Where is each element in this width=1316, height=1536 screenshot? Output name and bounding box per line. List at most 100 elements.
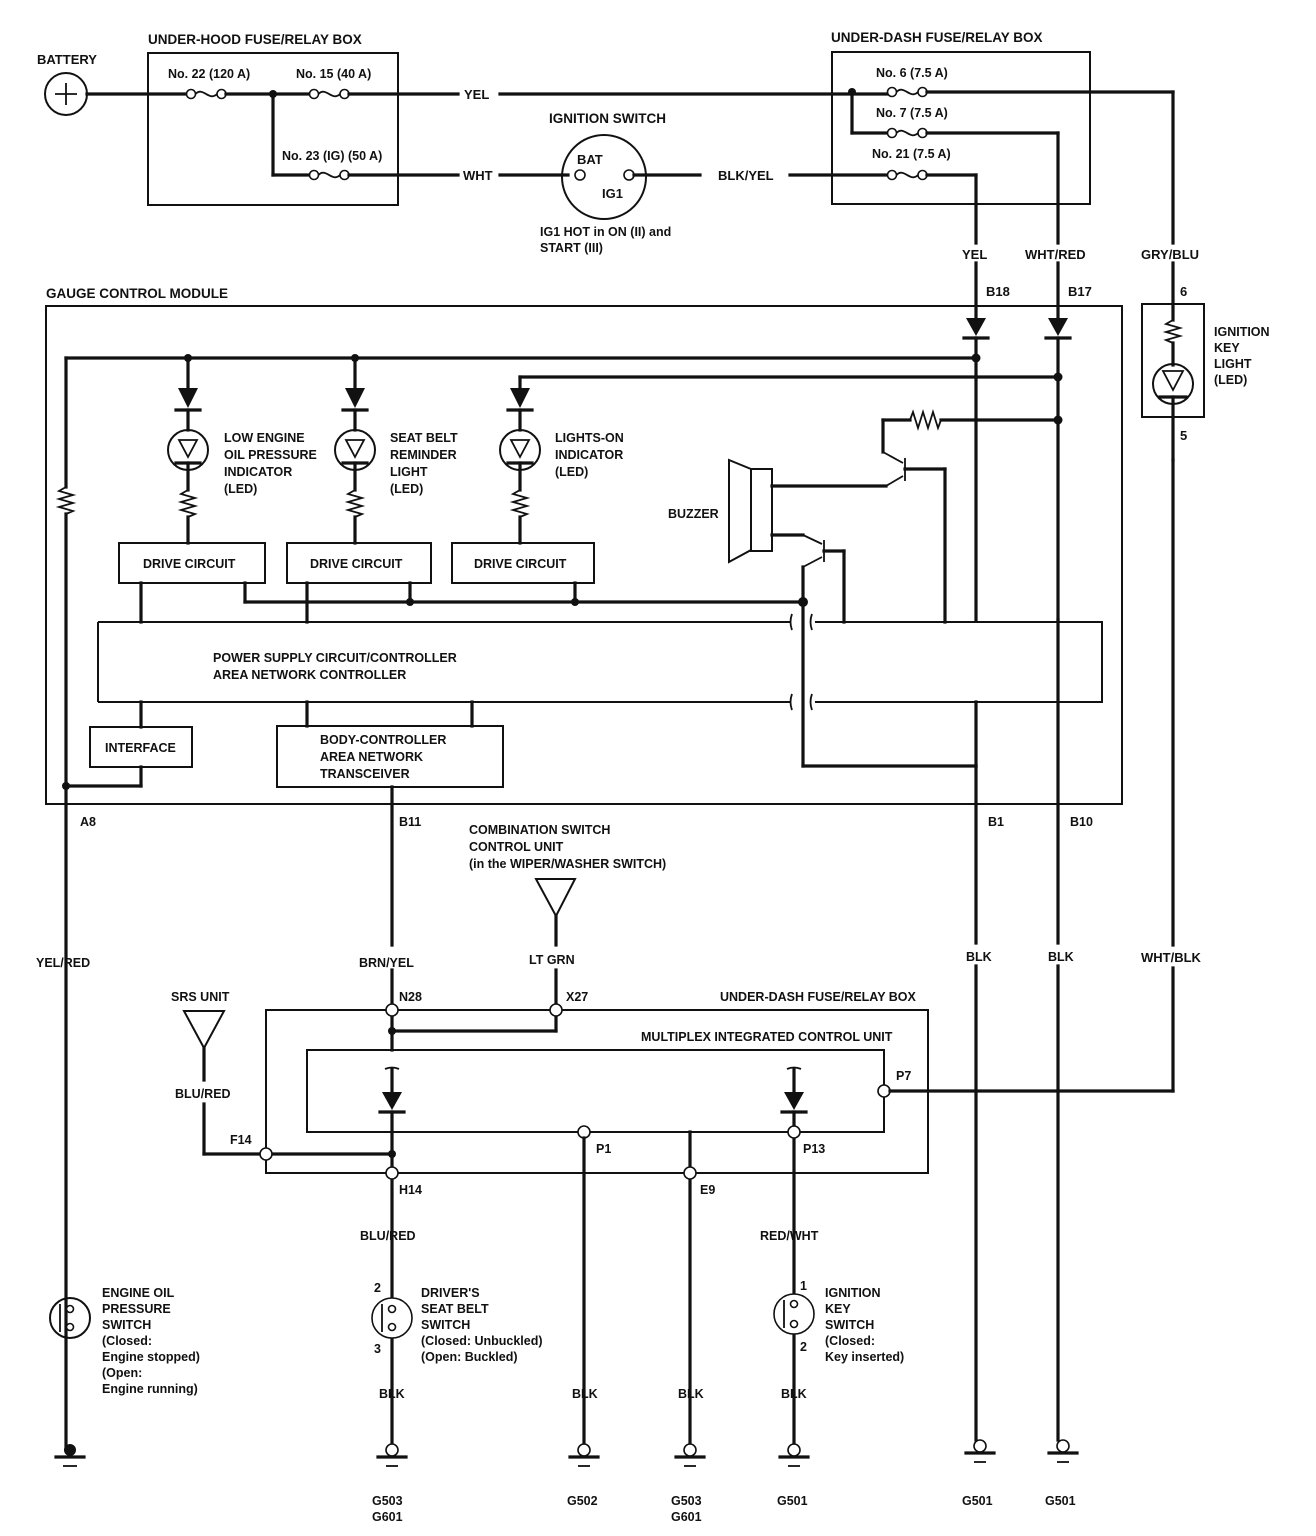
seat-switch-label-1: DRIVER'S	[421, 1286, 480, 1300]
engine-oil-label-7: Engine running)	[102, 1382, 198, 1396]
terminal-bat: BAT	[577, 152, 603, 167]
drive-circuit-1-label: DRIVE CIRCUIT	[143, 557, 236, 571]
low-oil-label-3: INDICATOR	[224, 465, 292, 479]
wire-label-blk-p1: BLK	[572, 1387, 598, 1401]
ground-id-e9-1: G503	[671, 1494, 702, 1508]
fuse-23-label: No. 23 (IG) (50 A)	[282, 149, 382, 163]
ignition-switch: IGNITION SWITCH BAT IG1 IG1 HOT in ON (I…	[540, 111, 671, 255]
ground-id-e9-2: G601	[671, 1510, 702, 1524]
ign-switch-label-2: KEY	[825, 1302, 851, 1316]
ground-id-b1: G501	[962, 1494, 993, 1508]
drive-circuit-3-label: DRIVE CIRCUIT	[474, 557, 567, 571]
fuse-7-label: No. 7 (7.5 A)	[876, 106, 948, 120]
ground-id-b10: G501	[1045, 1494, 1076, 1508]
seat-belt-label-2: REMINDER	[390, 448, 457, 462]
ground-seat	[376, 1443, 408, 1467]
seat-belt-label-1: SEAT BELT	[390, 431, 458, 445]
fuse-6-label: No. 6 (7.5 A)	[876, 66, 948, 80]
ground-icon	[683, 1443, 697, 1457]
combination-switch-label-3: (in the WIPER/WASHER SWITCH)	[469, 857, 666, 871]
terminal-ig1: IG1	[602, 186, 623, 201]
pin-seat-2: 2	[374, 1281, 381, 1295]
pin-b1: B1	[988, 815, 1004, 829]
seat-belt-switch	[371, 1297, 413, 1339]
fuse-7	[886, 127, 928, 139]
wire-label-blk-ign: BLK	[781, 1387, 807, 1401]
pin-key-light-6: 6	[1180, 284, 1187, 299]
wire-label-blk-b1: BLK	[966, 950, 992, 964]
fuse-22-label: No. 22 (120 A)	[168, 67, 250, 81]
power-supply-label-1: POWER SUPPLY CIRCUIT/CONTROLLER	[213, 651, 457, 665]
ground-id-seat-1: G503	[372, 1494, 403, 1508]
connector-f14	[259, 1147, 273, 1161]
pin-a8: A8	[80, 815, 96, 829]
pin-n28: N28	[399, 990, 422, 1004]
connector-e9	[683, 1166, 697, 1180]
wire-label-blu-red-srs: BLU/RED	[175, 1087, 231, 1101]
pin-e9: E9	[700, 1183, 715, 1197]
wire-label-blk-e9: BLK	[678, 1387, 704, 1401]
engine-oil-label-1: ENGINE OIL	[102, 1286, 175, 1300]
ignition-note-2: START (III)	[540, 241, 603, 255]
connector-p7	[877, 1084, 891, 1098]
pin-b11: B11	[399, 815, 421, 829]
drive-circuit-2	[286, 542, 432, 584]
seat-switch-label-4: (Closed: Unbuckled)	[421, 1334, 543, 1348]
pin-ign-2: 2	[800, 1340, 807, 1354]
pin-h14: H14	[399, 1183, 422, 1197]
under-dash-box-title: UNDER-DASH FUSE/RELAY BOX	[831, 30, 1043, 45]
ground-icon	[385, 1443, 399, 1457]
connector-p13	[787, 1125, 801, 1139]
fuse-21	[886, 169, 928, 181]
seat-belt-label-3: LIGHT	[390, 465, 428, 479]
power-supply-controller-box	[98, 621, 1103, 703]
switch-icon	[49, 1297, 91, 1339]
pin-f14: F14	[230, 1133, 252, 1147]
ground-b1	[964, 1439, 996, 1463]
drive-circuit-1	[118, 542, 266, 584]
under-hood-fuse-box	[147, 52, 399, 206]
wire-label-yel-red: YEL/RED	[36, 956, 90, 970]
pin-p1: P1	[596, 1142, 611, 1156]
wire-label-blk-b10: BLK	[1048, 950, 1074, 964]
ground-ign	[778, 1443, 810, 1467]
pin-x27: X27	[566, 990, 588, 1004]
buzzer: BUZZER	[668, 458, 773, 564]
wire-label-lt-grn: LT GRN	[529, 953, 575, 967]
low-oil-label-1: LOW ENGINE	[224, 431, 305, 445]
pin-p13: P13	[803, 1142, 825, 1156]
gauge-module-title: GAUGE CONTROL MODULE	[46, 286, 228, 301]
low-oil-label-4: (LED)	[224, 482, 257, 496]
fuse-6	[886, 86, 928, 98]
lights-on-label-1: LIGHTS-ON	[555, 431, 624, 445]
wire-label-gry-blu: GRY/BLU	[1141, 247, 1199, 262]
key-light-label-3: LIGHT	[1214, 357, 1252, 371]
pin-b18: B18	[986, 284, 1010, 299]
pin-ign-1: 1	[800, 1279, 807, 1293]
drive-circuit-3	[451, 542, 595, 584]
micu-label: MULTIPLEX INTEGRATED CONTROL UNIT	[641, 1030, 893, 1044]
wire-label-brn-yel: BRN/YEL	[359, 956, 414, 970]
fuse-21-label: No. 21 (7.5 A)	[872, 147, 951, 161]
connector-triangle-icon	[182, 1010, 226, 1051]
under-hood-box-title: UNDER-HOOD FUSE/RELAY BOX	[148, 32, 362, 47]
lights-on-led-branch	[499, 375, 541, 545]
key-light-label-1: IGNITION	[1214, 325, 1270, 339]
pin-b17: B17	[1068, 284, 1092, 299]
engine-oil-label-6: (Open:	[102, 1366, 142, 1380]
wire-label-red-wht: RED/WHT	[760, 1229, 819, 1243]
transceiver-label-1: BODY-CONTROLLER	[320, 733, 446, 747]
pin-b10: B10	[1070, 815, 1093, 829]
switch-icon	[371, 1297, 413, 1339]
ground-id-seat-2: G601	[372, 1510, 403, 1524]
wire-label-yel-b18: YEL	[962, 247, 987, 262]
transceiver-label-2: AREA NETWORK	[320, 750, 423, 764]
ground-id-ign: G501	[777, 1494, 808, 1508]
ground-icon	[1056, 1439, 1070, 1453]
under-dash-box-lower-title: UNDER-DASH FUSE/RELAY BOX	[720, 990, 917, 1004]
wire-label-wht-red: WHT/RED	[1025, 247, 1086, 262]
connector-n28	[385, 1003, 399, 1017]
wire-label-wht: WHT	[463, 168, 493, 183]
ground-id-p1: G502	[567, 1494, 598, 1508]
